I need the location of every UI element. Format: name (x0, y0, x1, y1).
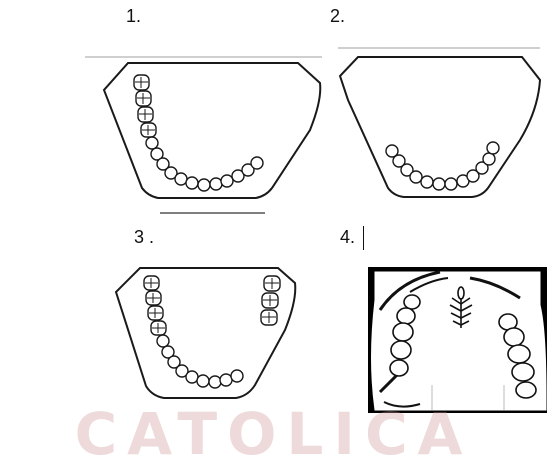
premolar-tooth (397, 308, 415, 324)
premolar-tooth (404, 295, 420, 309)
molar-tooth (516, 382, 536, 398)
premolar-tooth (504, 328, 524, 346)
molar-tooth (391, 341, 411, 359)
watermark-text: CATOLICA (0, 400, 547, 468)
molar-tooth (390, 360, 408, 376)
molar-tooth (508, 345, 530, 363)
molar-tooth (393, 323, 413, 341)
molar-tooth (512, 363, 534, 381)
